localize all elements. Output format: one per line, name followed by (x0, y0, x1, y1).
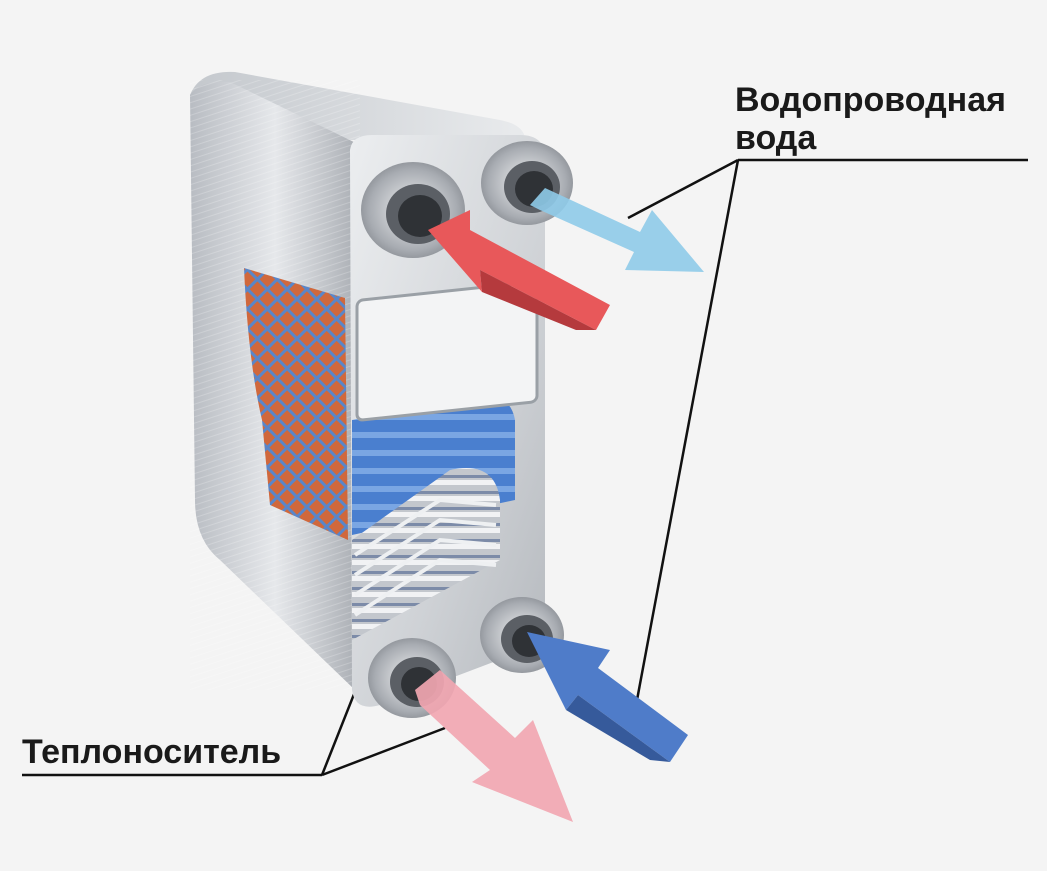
coolant-label: Теплоноситель (22, 733, 282, 771)
cutaway-steel-plates (352, 468, 500, 640)
coolant-in-arrow (428, 210, 610, 330)
tap-water-label-line1: Водопроводная (735, 81, 1006, 119)
tap-water-label-line2: вода (735, 119, 817, 157)
tap-water-in-arrow-shade (566, 695, 670, 762)
tap-water-out-arrow (530, 188, 704, 272)
tap-water-label: Водопроводная вода (735, 81, 1006, 157)
cutaway-copper-plates (244, 268, 348, 540)
water-leader-lower (635, 159, 740, 701)
nameplate (355, 280, 539, 422)
coolant-in-arrow-shade (480, 270, 596, 330)
coolant-out-arrow (415, 670, 573, 822)
water-leader-upper (627, 158, 739, 220)
chevron-ridges (353, 497, 497, 617)
coolant-leader-lower (321, 726, 446, 777)
tap-water-in-arrow (527, 632, 688, 762)
